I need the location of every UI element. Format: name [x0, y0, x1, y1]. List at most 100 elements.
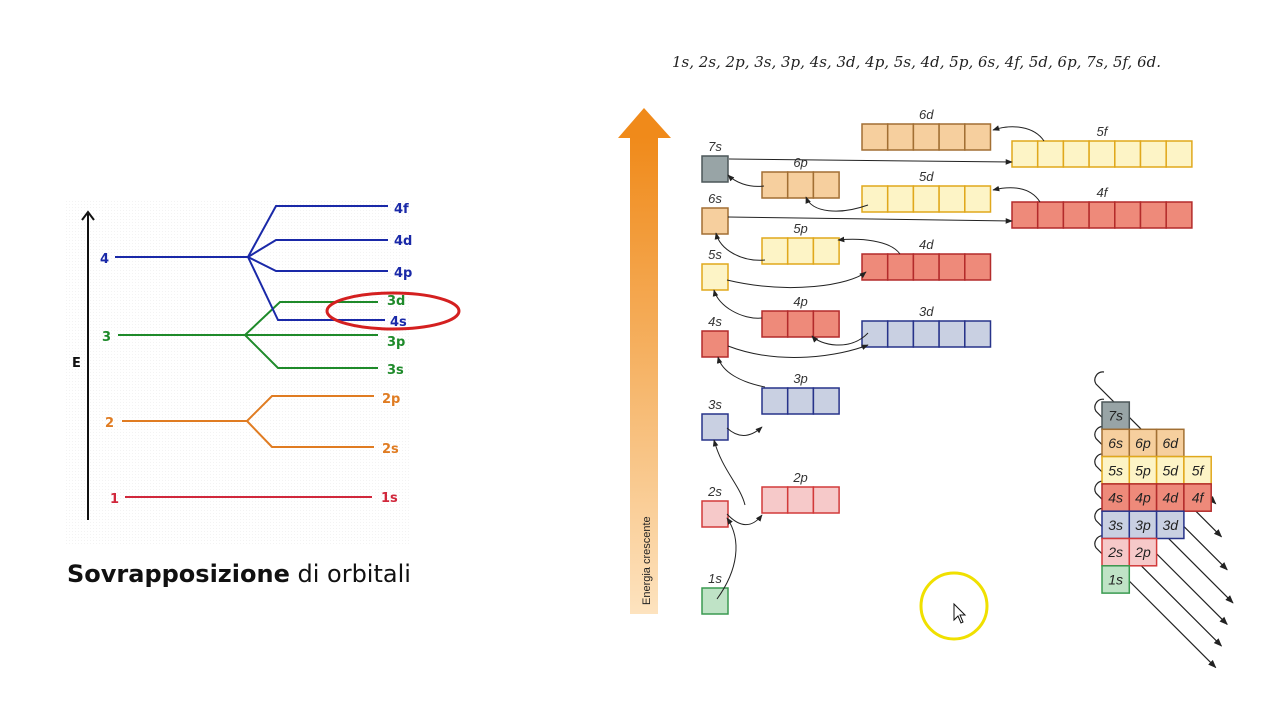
arrow-5s-4d — [726, 271, 867, 288]
aufbau-label-2s: 2s — [1107, 544, 1123, 560]
orbital-4f-cell — [1011, 201, 1039, 229]
sublevel-2p-label: 2p — [382, 392, 400, 407]
sublevel-2s-label: 2s — [382, 442, 399, 457]
orbital-6s: 6s — [701, 191, 729, 235]
orbital-6d: 6d — [861, 107, 992, 151]
aufbau-label-5d: 5d — [1162, 462, 1179, 478]
orbital-2p-label: 2p — [792, 470, 807, 485]
sublevel-4p-label: 4p — [394, 266, 412, 281]
orbital-2p-cell — [812, 486, 840, 514]
aufbau-label-5p: 5p — [1135, 462, 1151, 478]
orbital-5f-cell — [1165, 140, 1193, 168]
level-3-label: 3 — [102, 330, 111, 345]
aufbau-label-5s: 5s — [1108, 462, 1123, 478]
mouse-cursor-group — [919, 571, 989, 641]
energy-arrow: Energia crescente — [618, 108, 671, 614]
orbital-2s: 2s — [701, 484, 729, 528]
sublevel-3d-label: 3d — [387, 294, 405, 309]
arrow-7s-5f — [728, 158, 1013, 165]
orbital-6d-cell — [861, 123, 889, 151]
orbital-3p-cell — [761, 387, 789, 415]
aufbau-label-2p: 2p — [1134, 544, 1151, 560]
orbital-4f-label: 4f — [1097, 185, 1109, 200]
orbital-2s-cell — [701, 500, 729, 528]
sublevel-4d-line — [247, 239, 388, 258]
orbital-2s-label: 2s — [707, 484, 722, 499]
level-2-label: 2 — [105, 416, 114, 431]
orbital-4d-cell — [886, 253, 915, 281]
orbital-3d-cell — [861, 320, 889, 348]
energy-arrow-head — [618, 108, 671, 138]
aufbau-label-4d: 4d — [1162, 490, 1179, 506]
aufbau-cell-6s — [1101, 428, 1131, 458]
orbital-5f-label: 5f — [1097, 124, 1109, 139]
orbital-3p-cell — [786, 387, 815, 415]
orbital-4p-label: 4p — [793, 294, 807, 309]
aufbau-cell-7s — [1101, 401, 1131, 431]
orbital-3p-label: 3p — [793, 371, 807, 386]
arrow-4d-5p — [837, 236, 901, 255]
arrow-5p-6s — [714, 232, 766, 261]
orbital-3d-cell — [886, 320, 915, 348]
sublevel-4f-label: 4f — [394, 202, 409, 217]
arrow-4p-5s — [712, 289, 763, 319]
aufbau-label-6p: 6p — [1135, 435, 1151, 451]
orbital-6s-cell — [701, 207, 729, 235]
orbital-6p-label: 6p — [793, 155, 807, 170]
aufbau-label-3p: 3p — [1135, 517, 1151, 533]
orbital-2p: 2p — [761, 470, 840, 514]
aufbau-label-5f: 5f — [1192, 462, 1206, 478]
orbital-3s-label: 3s — [708, 397, 722, 412]
sublevel-4f-line — [247, 205, 388, 258]
orbital-7s-cell — [701, 155, 729, 183]
orbital-5p-cell — [786, 237, 815, 265]
cursor-highlight-ring — [919, 571, 989, 641]
orbital-4s-cell — [701, 330, 729, 358]
orbital-5f-cell — [1011, 140, 1039, 168]
orbital-3d-cell — [938, 320, 966, 348]
arrow-4f-5d — [992, 185, 1041, 203]
arrow-3p-4s — [716, 356, 766, 388]
energy-arrow-shaft — [630, 136, 658, 614]
level-3-group — [118, 301, 378, 369]
arrow-2s-2p — [726, 513, 763, 526]
aufbau-cell-1s — [1101, 565, 1131, 594]
orbital-5d-cell — [964, 185, 992, 213]
sublevel-4d-label: 4d — [394, 234, 412, 249]
orbital-4d-label: 4d — [919, 237, 934, 252]
energy-level-diagram: E 1 1s 2 2p 2s 3 3d 3p 3s — [66, 200, 461, 545]
sublevel-4p-line — [247, 256, 388, 272]
orbital-5d-cell — [938, 185, 966, 213]
orbital-5p-cell — [812, 237, 840, 265]
aufbau-label-4p: 4p — [1135, 490, 1151, 506]
arrow-6s-4f — [727, 216, 1013, 224]
orbital-7s-label: 7s — [708, 139, 722, 154]
orbital-5f-cell — [1139, 140, 1167, 168]
orbital-4d-cell — [861, 253, 889, 281]
arrow-4s-3d — [727, 344, 869, 358]
orbital-4d-cell — [964, 253, 992, 281]
orbital-4p-cell — [761, 310, 789, 338]
orbital-6p-cell — [812, 171, 840, 199]
energy-axis-label: E — [72, 356, 81, 371]
orbital-4f-cell — [1114, 201, 1142, 229]
orbital-4f-cell — [1088, 201, 1116, 229]
aufbau-label-3s: 3s — [1108, 517, 1123, 533]
arrow-5d-6p — [805, 196, 869, 212]
aufbau-label-4s: 4s — [1108, 490, 1123, 506]
orbital-2p-cell — [786, 486, 815, 514]
orbital-4f-cell — [1165, 201, 1193, 229]
filling-order-sequence: 1s, 2s, 2p, 3s, 3p, 4s, 3d, 4p, 5s, 4d, … — [672, 53, 1161, 71]
energy-arrow-label: Energia crescente — [641, 516, 653, 605]
orbital-5f-cell — [1088, 140, 1116, 168]
aufbau-label-1s: 1s — [1108, 571, 1123, 587]
orbital-1s-cell — [701, 587, 729, 615]
mouse-pointer-icon — [953, 602, 967, 624]
orbital-4f: 4f — [1011, 185, 1193, 229]
orbital-6d-cell — [886, 123, 915, 151]
orbital-6p: 6p — [761, 155, 840, 199]
orbital-6d-cell — [912, 123, 940, 151]
sublevel-2s-line — [246, 420, 374, 448]
orbital-4s: 4s — [701, 314, 729, 358]
sublevel-1s-label: 1s — [381, 491, 398, 506]
